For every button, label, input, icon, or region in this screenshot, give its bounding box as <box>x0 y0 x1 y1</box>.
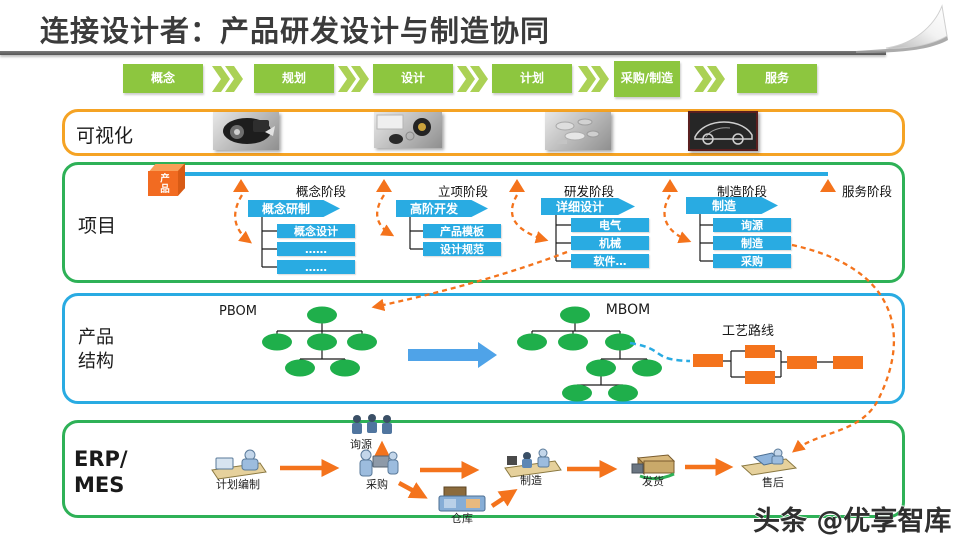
task-box: 电气 <box>571 218 649 232</box>
erp-node-aftersales-label: 售后 <box>762 476 784 489</box>
stage-name-rd: 研发阶段 <box>563 184 615 199</box>
page-curl-icon <box>856 4 948 53</box>
cad-thumbnail-engine <box>213 112 279 150</box>
cad-thumbnail-car-wireframe <box>688 111 758 151</box>
chevron-icon <box>338 66 370 92</box>
product-structure-label: 产品 结构 <box>78 327 114 373</box>
milestone-triangle-icon <box>662 179 678 192</box>
page-title: 连接设计者：产品研发设计与制造协同 <box>40 14 551 48</box>
stage-name-mfg: 制造阶段 <box>716 184 768 199</box>
erp-node-manufacturing-label: 制造 <box>520 474 542 487</box>
erp-node-purchasing-label: 采购 <box>366 478 388 491</box>
task-box: …… <box>277 242 355 256</box>
mbom-label: MBOM <box>605 302 651 318</box>
task-box: 概念设计 <box>277 224 355 238</box>
milestone-triangle-icon <box>509 179 525 192</box>
milestone-triangle-icon <box>376 179 392 192</box>
routing-label: 工艺路线 <box>721 324 775 339</box>
process-step-plan: 计划 <box>492 64 572 93</box>
process-step-design: 设计 <box>373 64 453 93</box>
erp-node-planning-label: 计划编制 <box>216 478 260 491</box>
task-box: 产品模板 <box>423 224 501 238</box>
chevron-icon <box>212 66 244 92</box>
task-box: 制造 <box>713 236 791 250</box>
pbom-label: PBOM <box>219 304 257 319</box>
milestone-triangle-icon <box>820 179 836 192</box>
erp-node-warehouse-label: 仓库 <box>451 512 473 525</box>
watermark: 头条 @优享智库 <box>753 506 952 537</box>
cad-thumbnail-exploded-parts <box>374 112 442 148</box>
cad-thumbnail-assembly <box>545 112 611 150</box>
erp-node-sourcing-label: 询源 <box>350 438 372 451</box>
chevron-icon <box>578 66 610 92</box>
process-step-service: 服务 <box>737 64 817 93</box>
title-divider <box>0 51 886 55</box>
erp-mes-label: ERP/ MES <box>74 447 128 498</box>
task-box: 采购 <box>713 254 791 268</box>
task-box: 软件… <box>571 254 649 268</box>
task-box: …… <box>277 260 355 274</box>
task-box: 设计规范 <box>423 242 501 256</box>
milestone-triangle-icon <box>233 179 249 192</box>
visualization-row <box>62 109 905 156</box>
erp-node-shipping-label: 发货 <box>642 475 664 488</box>
process-step-planning: 规划 <box>254 64 334 93</box>
task-arrow-high-level-dev: 高阶开发 <box>396 200 488 217</box>
task-arrow-detail-design: 详细设计 <box>541 198 635 215</box>
task-box: 询源 <box>713 218 791 232</box>
project-timeline <box>180 172 828 176</box>
visualization-label: 可视化 <box>76 125 134 147</box>
stage-name-concept: 概念阶段 <box>295 184 347 199</box>
process-step-concept: 概念 <box>123 64 203 93</box>
task-arrow-concept-dev: 概念研制 <box>248 200 340 217</box>
product-structure-row <box>62 293 905 404</box>
process-step-procure-make: 采购/制造 <box>614 61 680 97</box>
chevron-icon <box>694 66 726 92</box>
task-arrow-manufacture: 制造 <box>686 197 778 214</box>
stage-name-service: 服务阶段 <box>841 184 893 199</box>
chevron-icon <box>457 66 489 92</box>
task-box: 机械 <box>571 236 649 250</box>
project-label: 项目 <box>78 215 117 237</box>
stage-name-approval: 立项阶段 <box>437 184 489 199</box>
